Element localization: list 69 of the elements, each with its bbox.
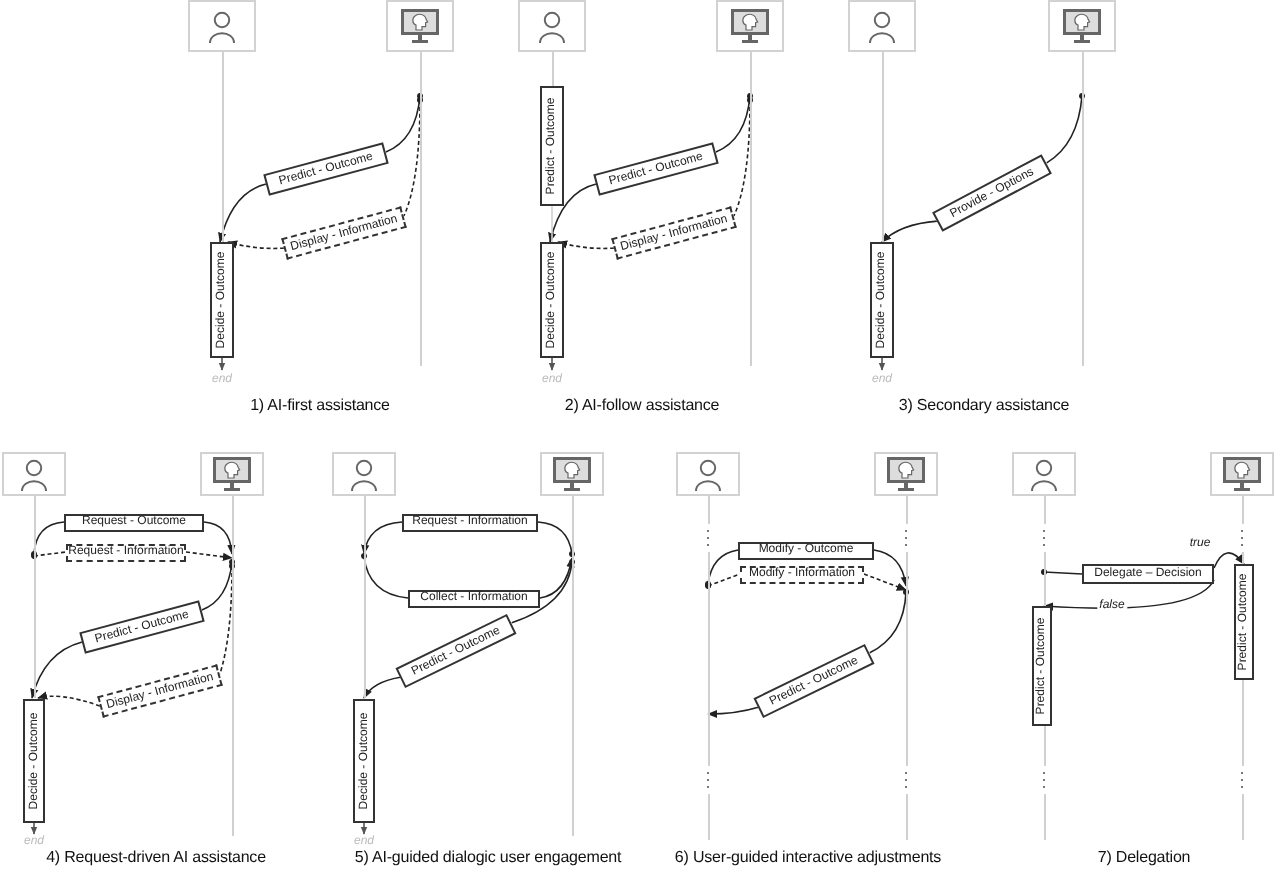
panel-caption: 4) Request-driven AI assistance xyxy=(46,850,266,866)
system-box xyxy=(540,452,604,496)
panel-caption: 2) AI-follow assistance xyxy=(564,398,720,414)
arrow xyxy=(881,220,939,243)
panel-caption: 3) Secondary assistance xyxy=(898,398,1070,414)
system-box xyxy=(1210,452,1274,496)
system-box xyxy=(200,452,264,496)
lifeline xyxy=(749,52,751,366)
connector xyxy=(1045,93,1085,164)
user-box xyxy=(848,0,916,52)
connector xyxy=(868,589,909,654)
arrow xyxy=(1213,552,1245,569)
system-box xyxy=(874,452,938,496)
arrow xyxy=(227,240,285,250)
lifeline xyxy=(221,52,223,242)
panel-caption: 6) User-guided interactive adjustments xyxy=(674,850,942,866)
lifeline xyxy=(231,496,233,836)
arrow xyxy=(363,676,402,699)
arrow xyxy=(1043,579,1215,611)
arrow xyxy=(185,551,233,561)
system-box xyxy=(1048,0,1116,52)
connector xyxy=(1041,569,1083,575)
panel-caption: 1) AI-first assistance xyxy=(250,398,390,414)
lifeline xyxy=(1043,496,1045,606)
lifeline xyxy=(33,496,35,698)
arrow xyxy=(863,573,907,591)
user-box xyxy=(332,452,396,496)
arrow xyxy=(539,557,575,599)
connector xyxy=(403,97,423,217)
connector xyxy=(733,97,753,217)
system-box xyxy=(716,0,784,52)
user-box xyxy=(518,0,586,52)
user-box xyxy=(676,452,740,496)
arrow xyxy=(557,240,615,250)
connector xyxy=(219,563,235,675)
connector xyxy=(705,573,741,589)
connector xyxy=(201,559,235,611)
arrow xyxy=(30,641,83,699)
arrow xyxy=(203,521,236,555)
lifeline xyxy=(551,205,553,243)
lifeline xyxy=(905,496,907,840)
connector xyxy=(705,549,739,587)
arrow xyxy=(218,183,267,243)
lifeline xyxy=(571,496,573,836)
arrow xyxy=(361,521,403,555)
arrow xyxy=(37,691,101,707)
connector xyxy=(715,93,753,153)
lifeline xyxy=(881,52,883,242)
panel-caption: 5) AI-guided dialogic user engagement xyxy=(354,850,622,866)
connector xyxy=(361,553,409,599)
arrow xyxy=(548,183,597,243)
arrow xyxy=(707,706,760,719)
connector xyxy=(385,93,423,153)
lifeline xyxy=(1081,52,1083,366)
user-box xyxy=(2,452,66,496)
lifeline xyxy=(419,52,421,366)
system-box xyxy=(386,0,454,52)
user-box xyxy=(1012,452,1076,496)
lifeline xyxy=(363,496,365,698)
lifeline xyxy=(707,496,709,840)
connector xyxy=(31,551,67,559)
lifeline xyxy=(1241,496,1243,564)
arrow xyxy=(873,549,909,587)
panel-caption: 7) Delegation xyxy=(1097,850,1191,866)
connector xyxy=(537,521,575,557)
user-box xyxy=(188,0,256,52)
lifeline xyxy=(551,52,553,86)
connector xyxy=(510,559,575,624)
connector xyxy=(31,521,65,557)
